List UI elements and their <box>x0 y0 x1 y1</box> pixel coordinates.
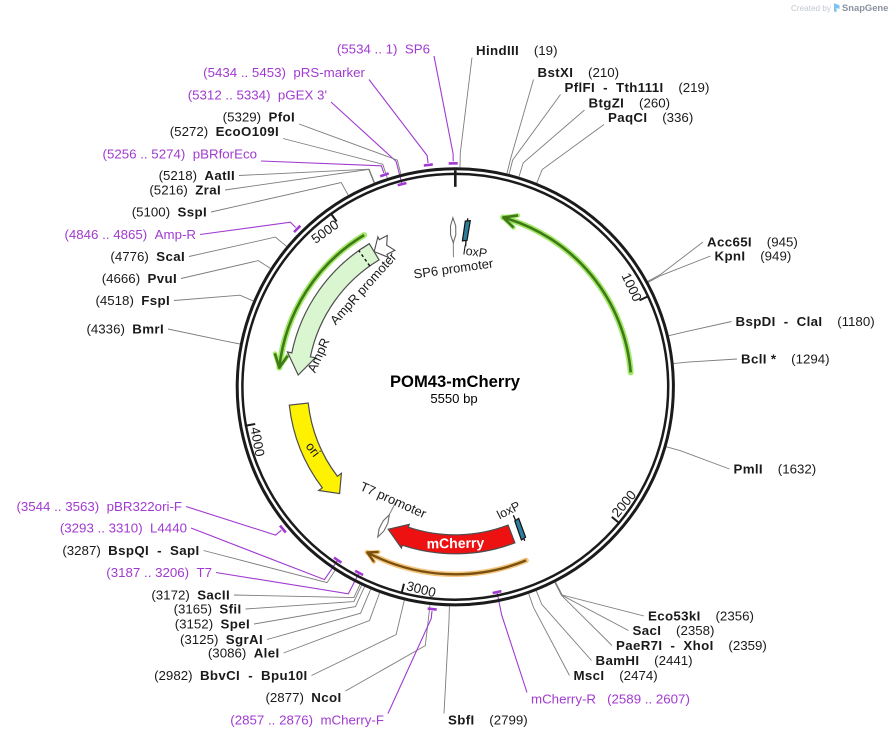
svg-text:(4776) ScaI: (4776) ScaI <box>110 249 185 264</box>
svg-text:SnapGene: SnapGene <box>842 2 888 13</box>
svg-text:(4336) BmrI: (4336) BmrI <box>86 322 164 337</box>
svg-text:(2877) NcoI: (2877) NcoI <box>265 690 341 705</box>
svg-text:BstXI (210): BstXI (210) <box>538 65 620 80</box>
svg-text:(4666) PvuI: (4666) PvuI <box>102 271 177 286</box>
svg-text:mCherry: mCherry <box>426 534 484 551</box>
svg-text:Eco53kI (2356): Eco53kI (2356) <box>648 609 754 624</box>
svg-text:(3293 .. 3310) L4440: (3293 .. 3310) L4440 <box>60 521 187 536</box>
svg-text:POM43-mCherry: POM43-mCherry <box>390 372 521 391</box>
svg-text:PaeR7I - XhoI (2359): PaeR7I - XhoI (2359) <box>616 638 767 653</box>
svg-text:(5534 .. 1) SP6: (5534 .. 1) SP6 <box>337 42 430 57</box>
svg-text:BtgZI (260): BtgZI (260) <box>589 96 671 111</box>
svg-text:(3287) BspQI - SapI: (3287) BspQI - SapI <box>62 543 199 558</box>
svg-text:SbfI (2799): SbfI (2799) <box>448 713 528 728</box>
svg-text:(3172) SacII: (3172) SacII <box>151 588 230 603</box>
svg-text:(5256 .. 5274) pBRforEco: (5256 .. 5274) pBRforEco <box>103 147 257 162</box>
svg-text:KpnI (949): KpnI (949) <box>715 249 792 264</box>
svg-text:(4518) FspI: (4518) FspI <box>95 293 170 308</box>
svg-text:(2857 .. 2876) mCherry-F: (2857 .. 2876) mCherry-F <box>230 713 384 728</box>
svg-text:(3152) SpeI: (3152) SpeI <box>175 617 250 632</box>
svg-text:MscI (2474): MscI (2474) <box>574 668 658 683</box>
svg-text:PaqCI (336): PaqCI (336) <box>608 110 693 125</box>
svg-text:(5434 .. 5453) pRS-marker: (5434 .. 5453) pRS-marker <box>203 65 365 80</box>
svg-text:5550 bp: 5550 bp <box>430 391 477 406</box>
svg-text:BspDI - ClaI (1180): BspDI - ClaI (1180) <box>736 314 875 329</box>
svg-text:Created by: Created by <box>791 4 832 13</box>
svg-text:(5216) ZraI: (5216) ZraI <box>149 183 221 198</box>
svg-text:(3165) SfiI: (3165) SfiI <box>174 602 242 617</box>
svg-text:(3187 .. 3206) T7: (3187 .. 3206) T7 <box>106 565 212 580</box>
svg-text:PflFI - Tth111I (219): PflFI - Tth111I (219) <box>565 80 710 95</box>
svg-text:(5218) AatII: (5218) AatII <box>159 168 235 183</box>
svg-text:(3086) AleI: (3086) AleI <box>208 646 280 661</box>
svg-text:SacI (2358): SacI (2358) <box>633 623 715 638</box>
svg-text:(5329) PfoI: (5329) PfoI <box>223 110 295 125</box>
svg-text:Acc65I (945): Acc65I (945) <box>707 235 798 250</box>
svg-text:(4846 .. 4865) Amp-R: (4846 .. 4865) Amp-R <box>64 227 196 242</box>
svg-text:BamHI (2441): BamHI (2441) <box>596 653 693 668</box>
svg-text:(5272) EcoO109I: (5272) EcoO109I <box>170 124 279 139</box>
svg-text:BclI * (1294): BclI * (1294) <box>741 352 830 367</box>
svg-text:(2982) BbvCI - Bpu10I: (2982) BbvCI - Bpu10I <box>154 668 307 683</box>
svg-text:(5100) SspI: (5100) SspI <box>132 205 207 220</box>
svg-text:(5312 .. 5334) pGEX 3': (5312 .. 5334) pGEX 3' <box>188 88 327 103</box>
svg-text:(3544 .. 3563) pBR322ori-F: (3544 .. 3563) pBR322ori-F <box>16 499 182 514</box>
svg-text:mCherry-R (2589 .. 2607): mCherry-R (2589 .. 2607) <box>531 692 690 707</box>
svg-text:PmlI (1632): PmlI (1632) <box>734 462 817 477</box>
svg-text:HindIII (19): HindIII (19) <box>476 43 558 58</box>
